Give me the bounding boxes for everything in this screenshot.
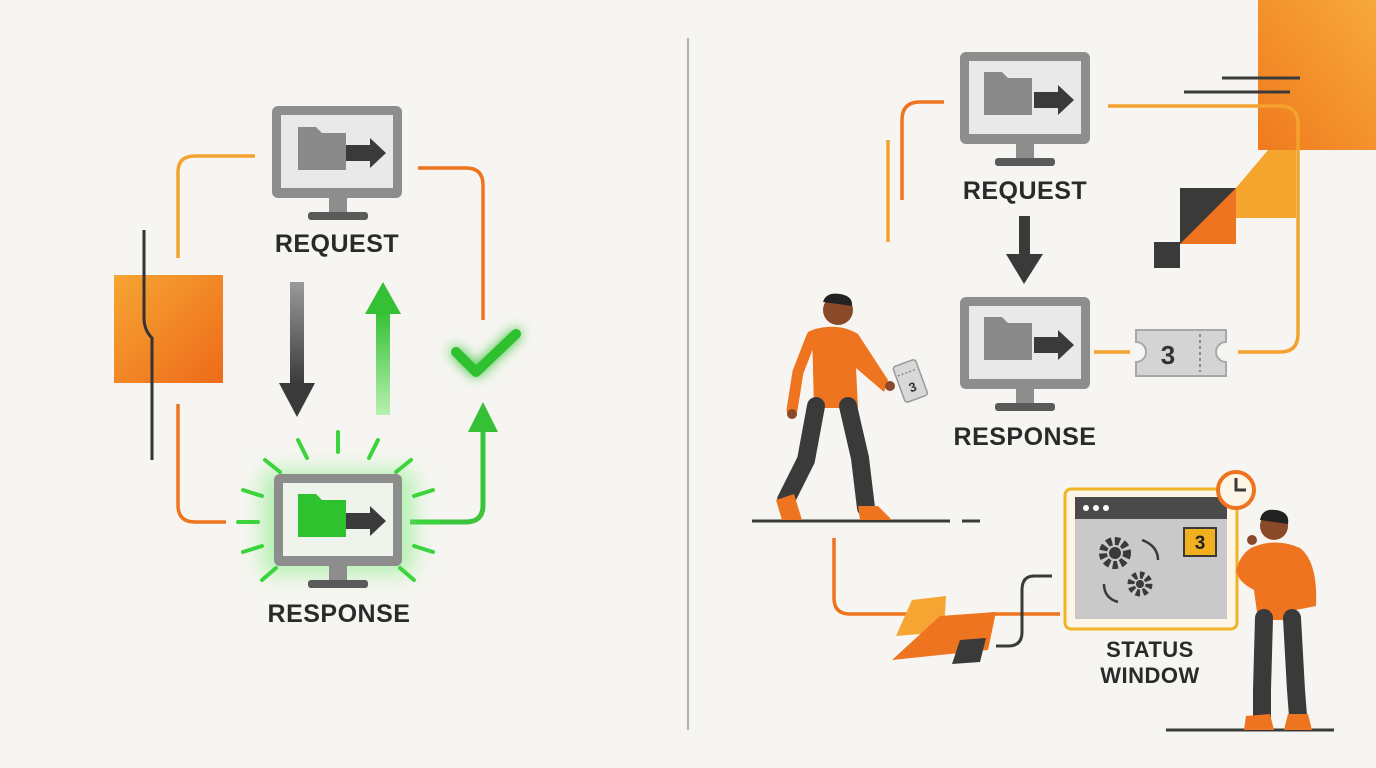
- checkmark-icon: [451, 329, 521, 377]
- clock-icon: [1216, 470, 1256, 510]
- left-panel: [114, 106, 521, 588]
- status-window: 3: [1063, 470, 1256, 631]
- left-response-label: RESPONSE: [267, 600, 411, 628]
- walking-person: 3: [752, 293, 980, 523]
- decorative-parallelograms: [892, 596, 996, 664]
- status-counter-value: 3: [1195, 533, 1206, 554]
- accent-line: [142, 230, 154, 460]
- status-window-label-line1: STATUS: [1106, 637, 1194, 662]
- gear-icon: [1099, 537, 1160, 604]
- connector-top-left: [176, 154, 255, 258]
- ticket-icon: 3: [1135, 329, 1227, 377]
- connector-request-right: [1108, 104, 1300, 354]
- connector-bottom-left: [176, 404, 226, 524]
- left-request-label: REQUEST: [274, 230, 400, 258]
- right-request-label: REQUEST: [962, 177, 1088, 205]
- response-monitor-icon: [236, 430, 440, 588]
- status-window-label-line2: WINDOW: [1100, 663, 1200, 688]
- orange-corner-block: [1258, 0, 1376, 150]
- connector-status-dark: [996, 574, 1052, 648]
- request-monitor-icon: [960, 52, 1090, 166]
- ticket-in-hand-number: 3: [907, 379, 919, 396]
- right-panel: 3 3: [752, 0, 1376, 732]
- ticket-number: 3: [1161, 340, 1175, 370]
- connector-request-left: [900, 100, 944, 200]
- green-arrowhead: [468, 402, 498, 432]
- right-response-label: RESPONSE: [953, 423, 1097, 451]
- response-monitor-icon: [960, 297, 1090, 411]
- thinking-person: [1166, 509, 1334, 732]
- connector-bottom-left: [832, 538, 910, 616]
- green-connector: [410, 430, 486, 525]
- status-counter: [1183, 527, 1217, 557]
- decorative-shapes: [1154, 150, 1296, 268]
- connector-top-right: [418, 166, 485, 320]
- arrow-down-icon: [1006, 216, 1043, 284]
- orange-block: [114, 275, 223, 383]
- arrow-up-icon: [365, 282, 401, 415]
- arrow-down-icon: [279, 282, 315, 417]
- request-monitor-icon: [272, 106, 402, 220]
